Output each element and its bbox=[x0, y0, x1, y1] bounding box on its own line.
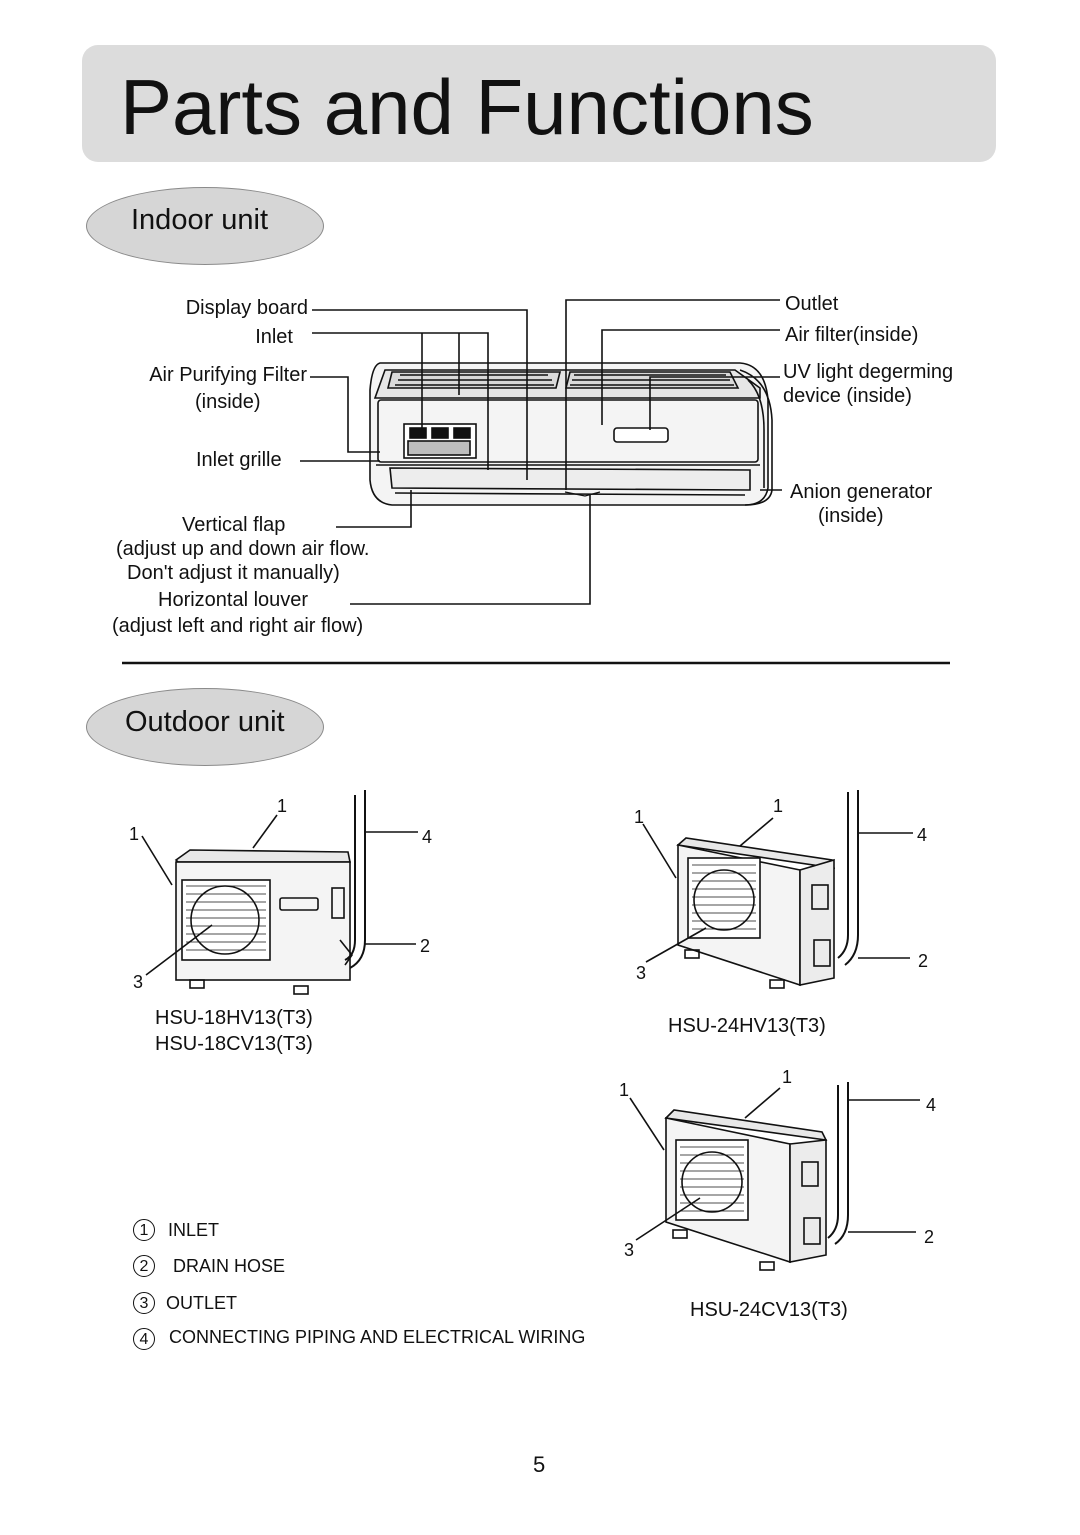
outdoor-heading: Outdoor unit bbox=[125, 706, 285, 738]
callout-b-1-left: 1 bbox=[634, 807, 645, 827]
label-air-filter: Air filter(inside) bbox=[785, 324, 919, 346]
label-air-purifying-filter: Air Purifying Filter bbox=[149, 364, 307, 386]
page-number: 5 bbox=[533, 1452, 546, 1477]
legend-text-outlet: OUTLET bbox=[166, 1293, 238, 1313]
title-bar bbox=[82, 45, 996, 162]
label-inlet-grille: Inlet grille bbox=[196, 449, 282, 471]
legend-number-3: 3 bbox=[133, 1292, 155, 1314]
legend-number-4: 4 bbox=[133, 1328, 155, 1350]
page-title: Parts and Functions bbox=[120, 63, 814, 151]
label-air-purifying-filter-note: (inside) bbox=[195, 391, 261, 413]
label-horizontal-louver-note: (adjust left and right air flow) bbox=[112, 615, 364, 637]
label-display-board: Display board bbox=[185, 297, 308, 319]
callout-a-3: 3 bbox=[133, 972, 144, 992]
label-anion-2: (inside) bbox=[818, 505, 884, 527]
callout-a-4: 4 bbox=[422, 827, 433, 847]
legend-text-drain-hose: DRAIN HOSE bbox=[173, 1256, 286, 1276]
model-label-18hv: HSU-18HV13(T3) bbox=[155, 1007, 313, 1029]
callout-c-1-top: 1 bbox=[782, 1067, 793, 1087]
callout-a-1-left: 1 bbox=[129, 824, 140, 844]
callout-b-3: 3 bbox=[636, 963, 647, 983]
label-vertical-flap-note1: (adjust up and down air flow. bbox=[116, 538, 370, 560]
indoor-heading-pill bbox=[86, 187, 324, 265]
callout-b-4: 4 bbox=[917, 825, 928, 845]
callout-c-4: 4 bbox=[926, 1095, 937, 1115]
model-label-18cv: HSU-18CV13(T3) bbox=[155, 1033, 313, 1055]
outdoor-heading-pill bbox=[86, 688, 324, 766]
legend-text-connecting-piping: CONNECTING PIPING AND ELECTRICAL WIRING bbox=[169, 1327, 586, 1347]
label-anion-1: Anion generator bbox=[790, 481, 933, 503]
legend-text-inlet: INLET bbox=[168, 1220, 220, 1240]
label-horizontal-louver: Horizontal louver bbox=[158, 589, 309, 611]
label-uv-light-2: device (inside) bbox=[783, 385, 912, 407]
legend-number-1: 1 bbox=[133, 1219, 155, 1241]
model-label-24cv: HSU-24CV13(T3) bbox=[690, 1299, 848, 1321]
callout-c-2: 2 bbox=[924, 1227, 935, 1247]
callout-a-2: 2 bbox=[420, 936, 431, 956]
callout-b-2: 2 bbox=[918, 951, 929, 971]
callout-c-3: 3 bbox=[624, 1240, 635, 1260]
label-vertical-flap: Vertical flap bbox=[182, 514, 286, 536]
label-vertical-flap-note2: Don't adjust it manually) bbox=[127, 562, 340, 584]
label-inlet: Inlet bbox=[255, 326, 293, 348]
callout-b-1-top: 1 bbox=[773, 796, 784, 816]
indoor-heading: Indoor unit bbox=[131, 204, 269, 236]
label-uv-light-1: UV light degerming bbox=[783, 361, 954, 383]
callout-a-1-top: 1 bbox=[277, 796, 288, 816]
label-outlet: Outlet bbox=[785, 293, 839, 315]
model-label-24hv: HSU-24HV13(T3) bbox=[668, 1015, 826, 1037]
legend-number-2: 2 bbox=[133, 1255, 155, 1277]
callout-c-1-left: 1 bbox=[619, 1080, 630, 1100]
